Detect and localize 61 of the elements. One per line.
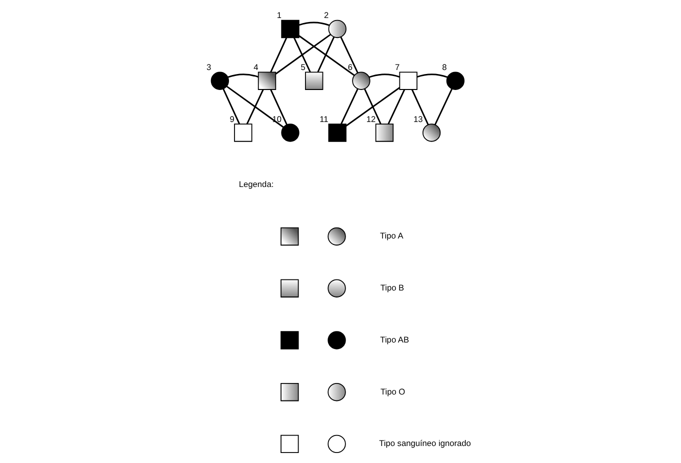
connector xyxy=(270,88,288,124)
node-box xyxy=(280,382,299,401)
node-label: 8 xyxy=(442,61,447,72)
connector xyxy=(434,88,453,125)
node-box xyxy=(280,330,299,349)
node-box xyxy=(305,71,324,90)
legend-label: Tipo O xyxy=(380,386,406,396)
node-box xyxy=(399,71,418,90)
connector xyxy=(416,73,448,78)
connector xyxy=(340,36,358,73)
node-label: 13 xyxy=(414,113,423,124)
node-circle xyxy=(422,123,441,142)
connector xyxy=(226,85,284,128)
node-box xyxy=(280,226,299,246)
connector xyxy=(364,88,382,124)
node-circle xyxy=(446,71,465,90)
legend-label: Tipo AB xyxy=(380,334,410,344)
node-circle xyxy=(328,330,346,349)
node-label: 3 xyxy=(206,61,212,72)
legend-label: Tipo A xyxy=(380,230,404,240)
node-circle xyxy=(328,19,346,38)
node-label: 9 xyxy=(230,113,234,124)
node-box xyxy=(281,19,300,38)
node-box xyxy=(280,278,299,297)
node-circle xyxy=(210,71,229,90)
connector xyxy=(228,73,258,78)
legend-label: Tipo B xyxy=(380,282,404,292)
node-circle xyxy=(328,434,346,453)
connector xyxy=(222,88,240,124)
node-circle xyxy=(328,382,346,401)
legend-label: Tipo sanguíneo ignorado xyxy=(379,438,471,448)
node-label: 12 xyxy=(366,113,376,124)
node-label: 5 xyxy=(300,61,306,72)
node-box xyxy=(258,71,276,90)
node-box xyxy=(234,123,252,142)
connector xyxy=(340,88,358,124)
node-circle xyxy=(328,278,346,297)
connector xyxy=(298,34,355,76)
node-label: 6 xyxy=(348,61,353,72)
connector xyxy=(368,73,400,78)
connector xyxy=(388,88,406,124)
node-box xyxy=(375,123,394,142)
connector xyxy=(411,88,429,124)
connector xyxy=(246,88,264,124)
connector xyxy=(317,36,335,72)
connector xyxy=(346,86,400,126)
node-circle xyxy=(328,226,346,246)
node-label: 4 xyxy=(254,61,258,72)
node-label: 2 xyxy=(324,10,329,20)
node-box xyxy=(328,123,346,142)
node-label: 1 xyxy=(276,10,282,20)
node-box xyxy=(280,434,299,453)
node-circle xyxy=(281,123,300,142)
connector xyxy=(298,21,330,26)
label: Legenda: xyxy=(238,178,274,188)
node-label: 7 xyxy=(394,61,400,72)
node-circle xyxy=(352,71,370,90)
connector xyxy=(293,36,311,72)
connector xyxy=(270,36,288,72)
connector xyxy=(275,33,332,74)
node-label: 11 xyxy=(320,113,328,124)
